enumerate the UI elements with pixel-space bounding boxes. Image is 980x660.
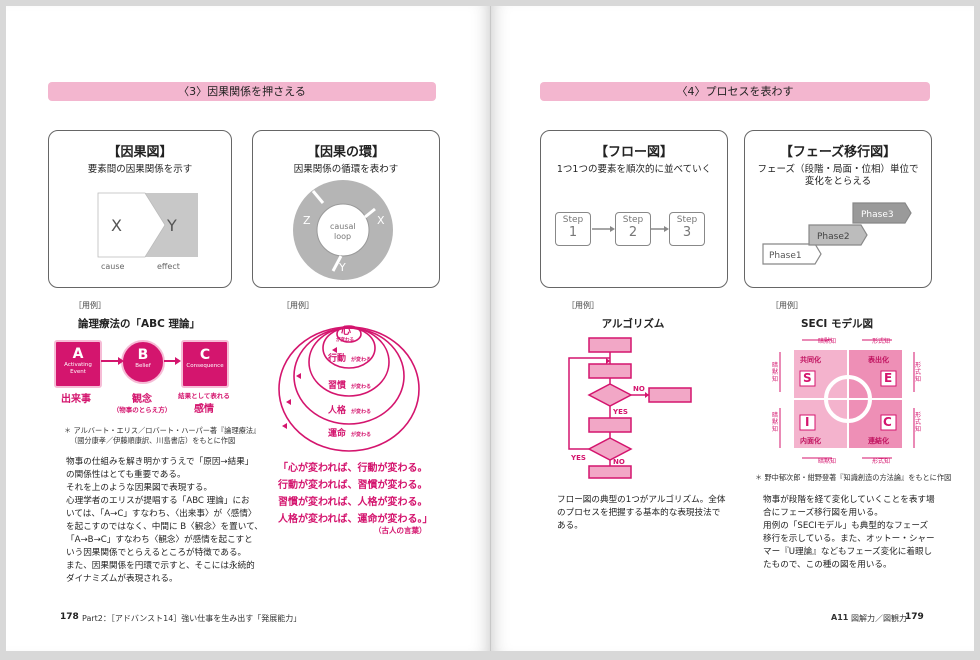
example-heading: SECI モデル図 — [800, 318, 873, 330]
abc-box-a: A Activating Event — [54, 340, 102, 388]
loop-center-1: causal — [330, 222, 356, 231]
page-footer: 図解力／図観力 — [851, 614, 907, 623]
abc-box-c: C Consequence — [181, 340, 229, 388]
seci-model: 暗黙知 形式知 暗黙知 形式知 暗黙知 暗黙知 形式知 形式知 S E I C … — [772, 332, 922, 468]
axis-left-2: 暗黙知 — [772, 412, 779, 433]
causal-loop-box: 【因果の環】 因果関係の循環を表わす Z X Y causal loop — [252, 130, 440, 288]
cause-effect-diagram: X Y cause effect — [97, 192, 198, 271]
ring-suffix-5: が変わる — [351, 431, 371, 438]
example-label: ［用例］ — [771, 301, 803, 310]
quote-source: （古人の言葉） — [374, 526, 427, 535]
seci-c-label: 連結化 — [868, 437, 889, 445]
seci-s: S — [803, 371, 812, 385]
algorithm-flowchart: NO YES YES NO — [568, 337, 692, 479]
source-note: ＊ 野中郁次郎・紺野登著『知識創造の方法論』をもとに作図 — [755, 473, 952, 482]
abc-arrows — [101, 357, 181, 365]
ring-suffix-1: が変わる — [336, 336, 354, 343]
example-label: ［用例］ — [282, 301, 314, 310]
example-label: ［用例］ — [74, 301, 106, 310]
axis-right-1: 形式知 — [915, 362, 922, 383]
axis-left-1: 暗黙知 — [772, 362, 779, 383]
section-bar: 〈4〉プロセスを表わす — [540, 82, 930, 101]
effect-label: effect — [157, 262, 180, 271]
cause-label: cause — [101, 262, 125, 271]
box-subtitle: 要素間の因果関係を示す — [87, 164, 193, 175]
ring-label-5: 運命 — [328, 427, 347, 439]
ring-suffix-2: が変わる — [351, 356, 371, 363]
seci-c: C — [883, 415, 892, 429]
ring-suffix-4: が変わる — [351, 408, 371, 415]
box-title: 【因果図】 — [107, 145, 173, 160]
causal-loop-diagram: Z X Y causal loop — [293, 180, 393, 280]
box-subtitle-1: フェーズ（段階・局面・位相）単位で — [757, 164, 919, 175]
seci-e: E — [884, 371, 893, 385]
phase-3: Phase3 — [861, 210, 894, 220]
example-heading: アルゴリズム — [601, 318, 665, 330]
box-title: 【フロー図】 — [594, 145, 673, 160]
caption-belief: 観念 — [132, 394, 152, 405]
no-label-1: NO — [633, 385, 645, 393]
axis-bottom-1: 暗黙知 — [818, 458, 837, 465]
left-page: 〈3〉因果関係を押さえる 【因果図】 要素間の因果関係を示す X Y cause… — [6, 6, 491, 651]
seci-i: I — [805, 415, 810, 429]
right-body-text-1: フロー図の典型の1つがアルゴリズム。全体のプロセスを把握する基本的な表現技法であ… — [557, 495, 726, 531]
box-title: 【フェーズ移行図】 — [779, 145, 897, 160]
ring-label-1: 心 — [341, 325, 351, 337]
caption-result: 結果として表れる — [178, 392, 230, 400]
phase-2: Phase2 — [817, 232, 850, 242]
box-title: 【因果の環】 — [306, 145, 385, 160]
seci-i-label: 内面化 — [800, 437, 821, 445]
page-footer: Part2：［アドバンスト14］強い仕事を生み出す「発展能力」 — [82, 614, 302, 623]
loop-center-2: loop — [334, 232, 351, 241]
ring-suffix-3: が変わる — [351, 383, 371, 390]
ring-label-2: 行動 — [327, 352, 346, 364]
nested-rings-diagram: 心 が変わる 行動 が変わる 習慣 が変わる 人格 が変わる 運命 が変わる — [278, 325, 420, 452]
yes-label-1: YES — [612, 408, 628, 416]
causal-diagram-box: 【因果図】 要素間の因果関係を示す X Y cause effect — [48, 130, 232, 288]
flow-arrows — [592, 226, 669, 232]
axis-top-2: 形式知 — [872, 338, 891, 345]
y-label: Y — [166, 216, 177, 235]
quote-text: 「心が変われば、行動が変わる。行動が変われば、習慣が変わる。 習慣が変われば、人… — [278, 463, 433, 525]
caption-event: 出来事 — [61, 394, 91, 405]
box-subtitle-2: 変化をとらえる — [804, 176, 872, 187]
ring-label-4: 人格 — [327, 404, 347, 416]
y-label: Y — [338, 261, 346, 274]
phase-diagram-box: 【フェーズ移行図】 フェーズ（段階・局面・位相）単位で 変化をとらえる Phas… — [744, 130, 932, 288]
seci-s-label: 共同化 — [800, 356, 821, 364]
ring-label-3: 習慣 — [328, 379, 346, 391]
right-body-text-2: 物事が段階を経て変化していくことを表す場合にフェーズ移行図を用いる。用例の「SE… — [763, 495, 935, 570]
no-label-2: NO — [613, 458, 625, 466]
seci-grid — [779, 339, 915, 459]
caption-belief-sub: （物事のとらえ方） — [112, 406, 172, 414]
box-subtitle: 因果関係の循環を表わす — [293, 164, 399, 175]
page-number: 178 — [60, 612, 79, 622]
seci-e-label: 表出化 — [868, 356, 889, 364]
x-label: X — [377, 214, 385, 227]
x-label: X — [111, 216, 122, 235]
section-bar: 〈3〉因果関係を押さえる — [48, 82, 436, 101]
axis-top-1: 暗黙知 — [818, 338, 837, 345]
axis-bottom-2: 形式知 — [872, 458, 891, 465]
yes-label-2: YES — [570, 454, 586, 462]
page-code: A11 — [831, 613, 849, 622]
phase-1: Phase1 — [769, 251, 802, 261]
source-note-2: （國分康孝／伊藤順康訳、川島書店）をもとに作図 — [70, 436, 236, 445]
phase-staircase: Phase1 Phase2 Phase3 — [762, 202, 912, 265]
example-label: ［用例］ — [567, 301, 599, 310]
right-page: 〈4〉プロセスを表わす 【フロー図】 1つ1つの要素を順次的に並べていく Ste… — [491, 6, 974, 651]
example-heading: 論理療法の「ABC 理論」 — [78, 318, 200, 330]
box-subtitle: 1つ1つの要素を順次的に並べていく — [556, 164, 712, 175]
left-body-text: 物事の仕組みを解き明かすうえで「原因→結果」の関係性はとても重要である。それを上… — [66, 457, 263, 584]
page-number: 179 — [905, 612, 924, 622]
source-note-1: ＊ アルバート・エリス／ロバート・ハーパー著『論理療法』 — [64, 426, 261, 435]
axis-right-2: 形式知 — [915, 412, 922, 433]
z-label: Z — [303, 214, 311, 227]
caption-emotion: 感情 — [194, 404, 214, 415]
